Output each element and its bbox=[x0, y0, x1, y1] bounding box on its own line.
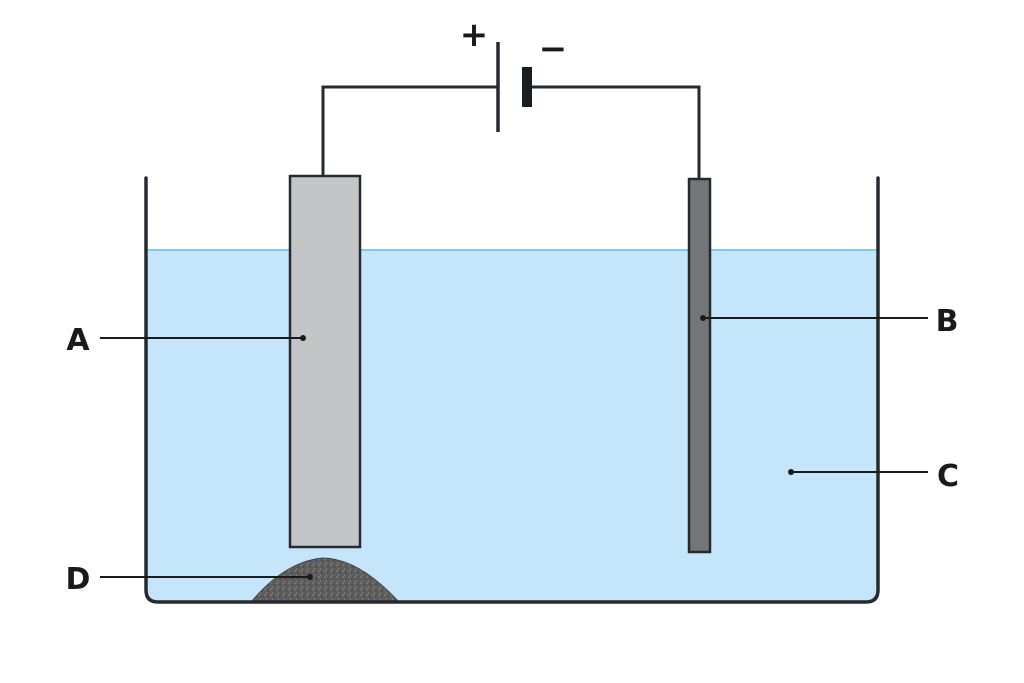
leader-c bbox=[788, 469, 928, 475]
battery: + − bbox=[460, 15, 568, 132]
label-a: A bbox=[66, 323, 90, 358]
label-b: B bbox=[936, 304, 959, 339]
electrode-a bbox=[288, 174, 362, 549]
label-d: D bbox=[66, 562, 91, 597]
electrolyte-solution bbox=[146, 250, 878, 602]
wire-negative bbox=[530, 85, 701, 179]
leader-d bbox=[100, 574, 313, 580]
positive-sign: + bbox=[460, 15, 489, 55]
beaker bbox=[144, 176, 880, 604]
wire-positive bbox=[321, 85, 498, 176]
leader-b bbox=[700, 315, 928, 321]
electrode-b bbox=[687, 177, 712, 554]
negative-sign: − bbox=[539, 29, 568, 69]
label-c: C bbox=[937, 459, 959, 494]
sediment-pile bbox=[250, 557, 400, 602]
battery-negative-plate bbox=[522, 67, 532, 107]
leader-a bbox=[100, 335, 306, 341]
